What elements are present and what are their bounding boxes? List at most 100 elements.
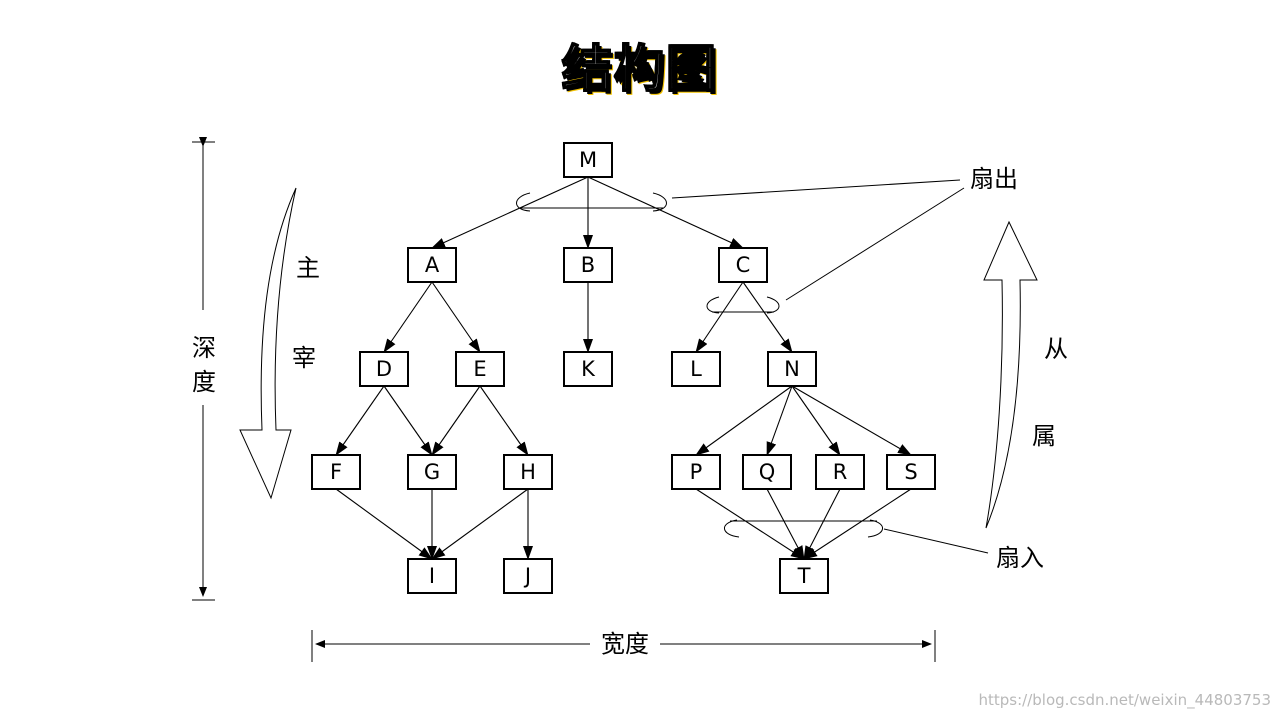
node-box-q: [742, 454, 792, 490]
node-i: I: [407, 558, 457, 594]
edge-a-d: [383, 281, 433, 353]
control-label-char-2: 宰: [292, 344, 316, 372]
node-t: T: [779, 558, 829, 594]
node-box-r: [815, 454, 865, 490]
nodes-layer: M A B C D E K L N F G H P Q R S I J T: [311, 142, 936, 594]
node-box-h: [503, 454, 553, 490]
node-label-s: S: [904, 460, 917, 484]
node-k: K: [563, 351, 613, 387]
edge-d-g: [383, 385, 433, 456]
edge-n-s: [791, 385, 912, 456]
node-box-l: [671, 351, 721, 387]
node-c: C: [718, 247, 768, 283]
node-r: R: [815, 454, 865, 490]
node-label-f: F: [330, 460, 342, 484]
edge-p-t: [695, 488, 805, 560]
node-label-q: Q: [759, 460, 776, 484]
node-q: Q: [742, 454, 792, 490]
node-p: P: [671, 454, 721, 490]
node-label-k: K: [581, 357, 596, 381]
edge-n-r: [791, 385, 841, 456]
edge-r-t: [803, 488, 841, 560]
fan-in-label: 扇入: [996, 544, 1044, 572]
node-label-j: J: [523, 564, 531, 588]
edge-e-g: [431, 385, 481, 456]
control-label-char-1: 主: [296, 254, 320, 282]
node-m: M: [563, 142, 613, 178]
node-box-s: [886, 454, 936, 490]
fan-in-leader: [883, 528, 989, 554]
node-box-g: [407, 454, 457, 490]
node-label-g: G: [424, 460, 440, 484]
node-label-e: E: [473, 357, 486, 381]
node-box-j: [503, 558, 553, 594]
node-h: H: [503, 454, 553, 490]
node-label-d: D: [376, 357, 392, 381]
node-box-m: [563, 142, 613, 178]
edge-d-f: [335, 385, 385, 456]
node-a: A: [407, 247, 457, 283]
edge-m-a: [431, 176, 589, 249]
subordinate-arrow: [983, 220, 1038, 529]
edge-h-i: [431, 488, 529, 560]
node-box-p: [671, 454, 721, 490]
edge-f-i: [335, 488, 433, 560]
depth-dimension: [192, 137, 215, 601]
node-d: D: [359, 351, 409, 387]
node-label-t: T: [797, 564, 811, 588]
node-l: L: [671, 351, 721, 387]
fan-in-bracket-t: [724, 519, 883, 538]
node-s: S: [886, 454, 936, 490]
node-box-i: [407, 558, 457, 594]
node-box-t: [779, 558, 829, 594]
node-box-n: [767, 351, 817, 387]
subordinate-label-char-1: 从: [1044, 335, 1068, 363]
fan-out-bracket-c: [706, 296, 780, 314]
node-box-d: [359, 351, 409, 387]
node-label-n: N: [784, 357, 800, 381]
edge-n-q: [766, 385, 793, 456]
edge-q-t: [766, 488, 805, 560]
node-e: E: [455, 351, 505, 387]
node-box-c: [718, 247, 768, 283]
edge-n-p: [695, 385, 793, 456]
node-label-a: A: [425, 253, 440, 277]
fan-out-leader-1: [671, 179, 961, 199]
control-arrow: [239, 187, 297, 500]
edge-c-l: [695, 281, 744, 353]
node-g: G: [407, 454, 457, 490]
node-f: F: [311, 454, 361, 490]
edge-m-c: [587, 176, 744, 249]
diagram-title: 结构图: [540, 32, 740, 99]
width-dimension: [311, 630, 936, 662]
width-label: 宽度: [601, 630, 649, 658]
node-n: N: [767, 351, 817, 387]
node-box-e: [455, 351, 505, 387]
node-box-k: [563, 351, 613, 387]
node-box-b: [563, 247, 613, 283]
node-label-r: R: [833, 460, 848, 484]
watermark-text: https://blog.csdn.net/weixin_44803753: [978, 691, 1271, 710]
edges-layer: [335, 176, 912, 560]
node-j: J: [503, 558, 553, 594]
fan-out-label: 扇出: [970, 165, 1018, 193]
diagram-title-text: 结构图: [561, 39, 718, 99]
node-label-l: L: [690, 357, 702, 381]
subordinate-label-char-2: 属: [1032, 422, 1056, 450]
node-box-f: [311, 454, 361, 490]
depth-label-char-1: 深: [192, 334, 216, 362]
depth-label-char-2: 度: [192, 368, 216, 396]
edge-s-t: [803, 488, 912, 560]
fan-out-leader-2: [785, 187, 965, 301]
node-label-i: I: [429, 564, 435, 588]
edge-e-h: [479, 385, 529, 456]
node-b: B: [563, 247, 613, 283]
edge-a-e: [431, 281, 481, 353]
fan-out-bracket-m: [516, 192, 667, 212]
node-label-h: H: [520, 460, 536, 484]
node-label-m: M: [579, 148, 597, 172]
node-box-a: [407, 247, 457, 283]
node-label-c: C: [736, 253, 751, 277]
node-label-b: B: [581, 253, 595, 277]
